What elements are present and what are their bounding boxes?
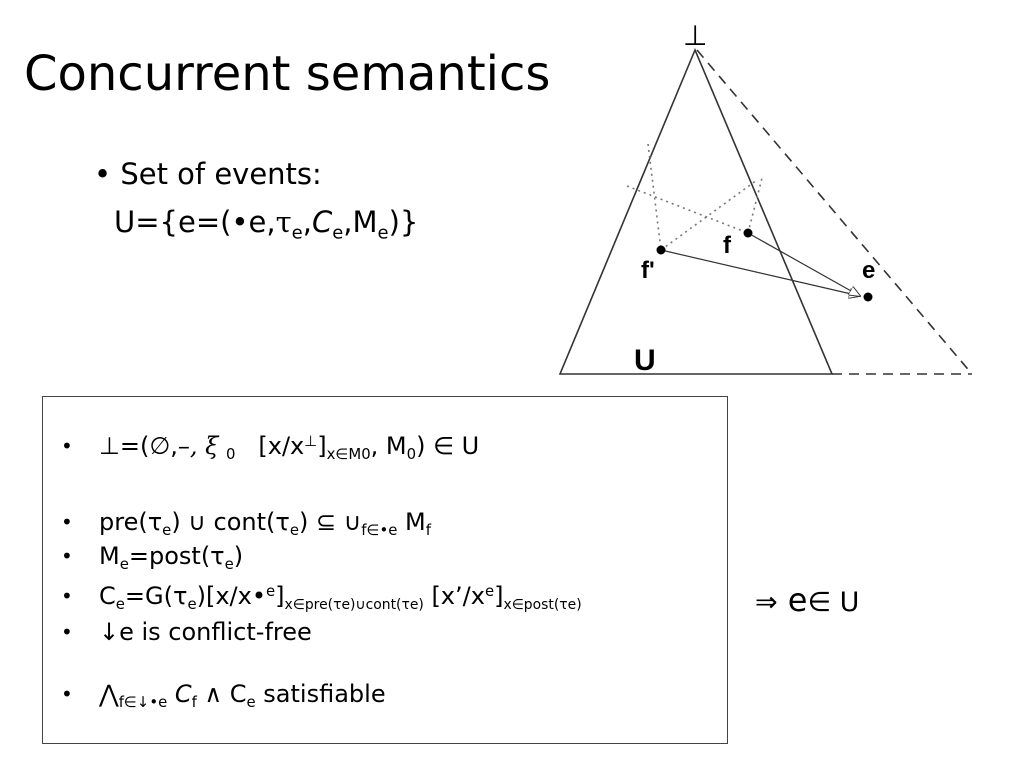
formula-part: ) ⊆ ∪ (298, 508, 362, 536)
event-point-e (863, 292, 873, 302)
formula-part: M (397, 508, 426, 536)
subscript: e (246, 693, 256, 712)
formula-part: ,M (343, 205, 378, 239)
formula-part: ] (317, 432, 327, 460)
tau-symbol: τ (275, 205, 292, 239)
subscript: x∈M0 (326, 445, 371, 464)
condition-text: Me=post(τe) (99, 541, 244, 574)
bullet: • (61, 682, 73, 706)
event-name: e (777, 581, 808, 619)
dotted-cone-edge (660, 179, 758, 251)
subscript: e (332, 222, 344, 244)
bullet: • (61, 584, 73, 608)
formula-part: C (167, 680, 192, 708)
configuration-diagram: ⊥ U f f' e (558, 20, 973, 377)
formula-part: M (99, 542, 120, 570)
subscript: f∈↓•e (118, 693, 168, 712)
event-point-f (743, 228, 753, 238)
fprime-label: f' (641, 257, 655, 284)
formula-part: ⊥=(∅, (99, 432, 178, 460)
formula-part: ) (233, 542, 244, 570)
bullet: • (61, 544, 73, 568)
formula-part: , (302, 205, 312, 239)
subscript: f (425, 521, 431, 540)
formula-part: ∧ C (196, 680, 247, 708)
subscript: e (377, 222, 389, 244)
bullet: • (61, 620, 73, 644)
subscript: e (115, 595, 125, 614)
condition-text: ⊥=(∅,–, ξ 0 [x/x⊥]x∈M0, M0) ∈ U (99, 431, 480, 464)
subscript: x∈pre(τe)∪cont(τe) (284, 596, 424, 613)
condition-text: pre(τe) ∪ cont(τe) ⊆ ∪f∈•e Mf (99, 507, 431, 540)
formula-part: )[x/x• (196, 582, 266, 610)
subscript: e (291, 222, 303, 244)
superscript: e (484, 581, 495, 600)
bullet: • (61, 434, 73, 458)
formula-part: U={e=(•e, (114, 205, 276, 239)
u-label: U (634, 344, 656, 377)
formula-part: )} (388, 205, 419, 239)
condition-text: Ce=G(τe)[x/x•e]x∈pre(τe)∪cont(τe) [x’/xe… (99, 581, 582, 614)
formula-part: satisfiable (255, 680, 386, 708)
formula-part: ] (494, 582, 504, 610)
condition-text: ⋀f∈↓•e Cf ∧ Ce satisfiable (99, 679, 386, 712)
bullet: • (61, 510, 73, 534)
subscript: e (224, 555, 234, 574)
subscript: f (191, 693, 197, 712)
superscript: ⊥ (304, 431, 318, 450)
formula-part: ] (275, 582, 285, 610)
subscript: e (119, 555, 129, 574)
dashed-edge (696, 49, 973, 375)
implies-symbol: ⇒ (755, 587, 778, 618)
f-label: f (723, 232, 732, 259)
dotted-cone-edge (626, 185, 749, 234)
event-point-fprime (656, 245, 666, 255)
events-set-formula: U={e=(•e,τe,Ce,Me)} (114, 202, 418, 242)
subscript: x∈post(τe) (503, 596, 582, 613)
events-bullet: • Set of events: (94, 157, 322, 191)
superscript: e (265, 581, 276, 600)
formula-part: =G(τ (124, 582, 188, 610)
configuration-triangle (558, 47, 834, 375)
subscript: e (187, 595, 197, 614)
subscript: e (289, 521, 299, 540)
subscript: 0 (226, 445, 236, 464)
formula-part: C (99, 582, 116, 610)
condition-text: ↓e is conflict-free (99, 618, 312, 646)
formula-part: ⋀ (99, 680, 119, 708)
bottom-label: ⊥ (683, 20, 707, 52)
formula-part: –, ξ (177, 432, 219, 460)
formula-part: pre(τ (99, 508, 163, 536)
formula-part: [x’/x (423, 582, 485, 610)
subscript: f∈•e (361, 521, 398, 540)
formula-part: C (311, 205, 333, 239)
subscript: e (162, 521, 172, 540)
formula-part: ∈ U (807, 587, 860, 618)
formula-part: , M (370, 432, 407, 460)
e-label: e (862, 257, 875, 284)
arrow-fprime-to-e (660, 249, 860, 296)
formula-part: ) ∈ U (416, 432, 480, 460)
formula-part: =post(τ (128, 542, 225, 570)
slide-title: Concurrent semantics (24, 46, 551, 102)
formula-part: ) ∪ cont(τ (171, 508, 290, 536)
conditions-box: • ⊥=(∅,–, ξ 0 [x/x⊥]x∈M0, M0) ∈ U • pre(… (42, 396, 728, 744)
subscript: 0 (406, 445, 417, 464)
arrow-f-to-e (747, 232, 860, 296)
formula-part: [x/x (258, 432, 305, 460)
conclusion: ⇒ e∈ U (755, 583, 859, 620)
